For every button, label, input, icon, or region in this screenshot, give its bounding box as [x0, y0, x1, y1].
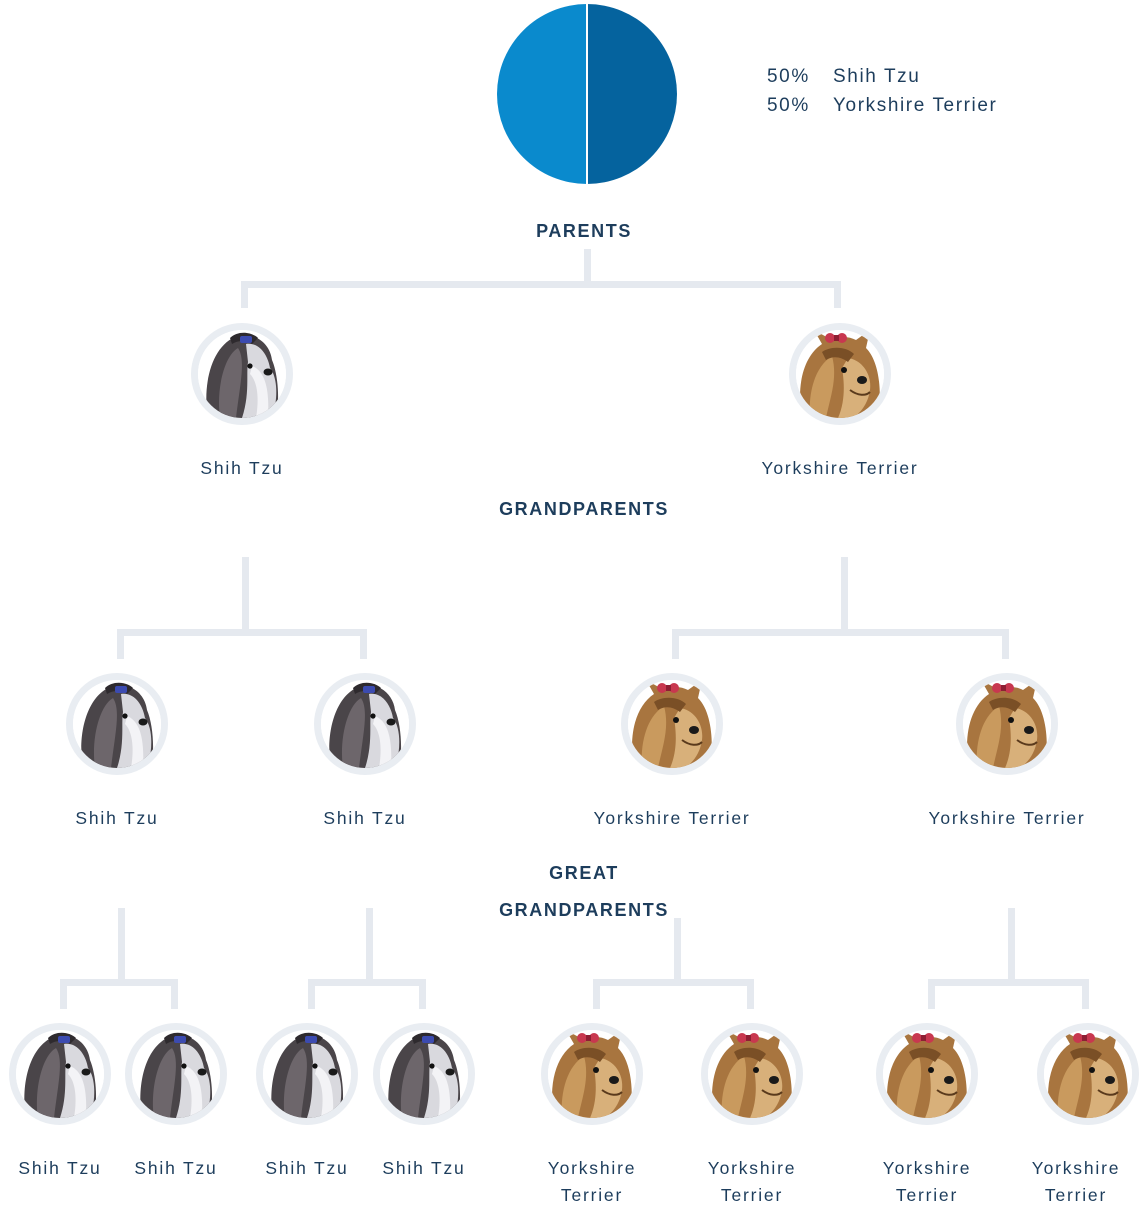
great-grandparent-label: Shih Tzu: [265, 1158, 349, 1178]
great-grandparent-avatar-6: [701, 1023, 803, 1125]
yorkshire-terrier-dog-icon: [796, 330, 884, 418]
shih-tzu-dog-icon: [16, 1030, 104, 1118]
grandparent-avatar-1: [66, 673, 168, 775]
grandparent-label: Yorkshire Terrier: [593, 808, 751, 828]
section-title-great-line1: GREAT: [549, 863, 619, 883]
connector-ggp-2-stem: [366, 908, 373, 984]
grandparent-label: Shih Tzu: [323, 808, 407, 828]
connector-ggp-1-bar: [60, 979, 178, 986]
parent-avatar-yorkshire-terrier: [789, 323, 891, 425]
section-title-grandparents: GRANDPARENTS: [499, 499, 669, 519]
yorkshire-terrier-dog-icon: [1044, 1030, 1132, 1118]
great-grandparent-avatar-3: [256, 1023, 358, 1125]
parent-label: Yorkshire Terrier: [761, 458, 919, 478]
parent-avatar-shih-tzu: [191, 323, 293, 425]
great-grandparent-avatar-4: [373, 1023, 475, 1125]
shih-tzu-dog-icon: [198, 330, 286, 418]
great-grandparent-label: Yorkshire Terrier: [1006, 1155, 1146, 1209]
grandparent-avatar-2: [314, 673, 416, 775]
shih-tzu-dog-icon: [73, 680, 161, 768]
connector-gp-left-bar: [117, 629, 367, 636]
section-title-parents: PARENTS: [536, 221, 632, 241]
tree-connectors: [60, 249, 1089, 1009]
parent-label: Shih Tzu: [200, 458, 284, 478]
great-grandparent-label: Yorkshire Terrier: [522, 1155, 662, 1209]
connector-ggp-2-drop2: [419, 979, 426, 1009]
connector-ggp-4-stem: [1008, 908, 1015, 984]
connector-ggp-1-drop2: [171, 979, 178, 1009]
pie-slice-shih-tzu: [497, 4, 587, 184]
breed-composition-pie: [497, 4, 677, 184]
connector-ggp-4-bar: [928, 979, 1089, 986]
connector-gp-left-stem: [242, 557, 249, 633]
legend-row-yorkshire-terrier: 50% Yorkshire Terrier: [767, 91, 997, 120]
connector-ggp-4-drop1: [928, 979, 935, 1009]
yorkshire-terrier-dog-icon: [883, 1030, 971, 1118]
great-grandparent-label: Shih Tzu: [134, 1158, 218, 1178]
yorkshire-terrier-dog-icon: [708, 1030, 796, 1118]
grandparent-avatar-4: [956, 673, 1058, 775]
legend-breed: Yorkshire Terrier: [833, 95, 998, 116]
great-grandparent-label: Shih Tzu: [18, 1158, 102, 1178]
connector-gp-right-drop2: [1002, 629, 1009, 659]
legend-percent: 50%: [767, 95, 810, 116]
label-line1: Yorkshire: [547, 1158, 637, 1178]
shih-tzu-dog-icon: [132, 1030, 220, 1118]
legend-breed: Shih Tzu: [833, 66, 921, 87]
label-line1: Yorkshire: [707, 1158, 797, 1178]
connector-parents-bar: [241, 281, 841, 288]
connector-ggp-4-drop2: [1082, 979, 1089, 1009]
shih-tzu-dog-icon: [380, 1030, 468, 1118]
label-line1: Yorkshire: [882, 1158, 972, 1178]
connector-gp-left-drop1: [117, 629, 124, 659]
label-line2: Terrier: [560, 1185, 624, 1205]
connector-gp-left-drop2: [360, 629, 367, 659]
grandparent-avatar-3: [621, 673, 723, 775]
connector-ggp-1-drop1: [60, 979, 67, 1009]
label-line2: Terrier: [895, 1185, 959, 1205]
great-grandparent-label: Yorkshire Terrier: [682, 1155, 822, 1209]
connector-ggp-3-drop2: [747, 979, 754, 1009]
grandparent-label: Yorkshire Terrier: [928, 808, 1086, 828]
great-grandparent-avatar-5: [541, 1023, 643, 1125]
label-line2: Terrier: [1044, 1185, 1108, 1205]
great-grandparent-label: Shih Tzu: [382, 1158, 466, 1178]
great-grandparent-avatar-2: [125, 1023, 227, 1125]
connector-gp-right-stem: [841, 557, 848, 633]
connector-ggp-3-drop1: [593, 979, 600, 1009]
section-title-great-line2: GRANDPARENTS: [499, 900, 669, 920]
connector-ggp-2-drop1: [308, 979, 315, 1009]
connector-gp-right-bar: [672, 629, 1009, 636]
yorkshire-terrier-dog-icon: [628, 680, 716, 768]
connector-parent-right-drop: [834, 281, 841, 308]
shih-tzu-dog-icon: [263, 1030, 351, 1118]
connector-parents-stem: [584, 249, 591, 284]
connector-gp-right-drop1: [672, 629, 679, 659]
great-grandparent-label: Yorkshire Terrier: [857, 1155, 997, 1209]
label-line1: Yorkshire: [1031, 1158, 1121, 1178]
connector-ggp-3-bar: [593, 979, 754, 986]
composition-legend: 50% Shih Tzu 50% Yorkshire Terrier: [767, 62, 997, 120]
connector-parent-left-drop: [241, 281, 248, 308]
connector-ggp-2-bar: [308, 979, 426, 986]
pie-slice-yorkshire-terrier: [587, 4, 677, 184]
connector-ggp-1-stem: [118, 908, 125, 984]
great-grandparent-avatar-7: [876, 1023, 978, 1125]
yorkshire-terrier-dog-icon: [963, 680, 1051, 768]
great-grandparent-avatar-8: [1037, 1023, 1139, 1125]
great-grandparent-avatar-1: [9, 1023, 111, 1125]
connector-ggp-3-stem: [674, 918, 681, 984]
legend-row-shih-tzu: 50% Shih Tzu: [767, 62, 997, 91]
label-line2: Terrier: [720, 1185, 784, 1205]
grandparent-label: Shih Tzu: [75, 808, 159, 828]
yorkshire-terrier-dog-icon: [548, 1030, 636, 1118]
legend-percent: 50%: [767, 66, 810, 87]
shih-tzu-dog-icon: [321, 680, 409, 768]
